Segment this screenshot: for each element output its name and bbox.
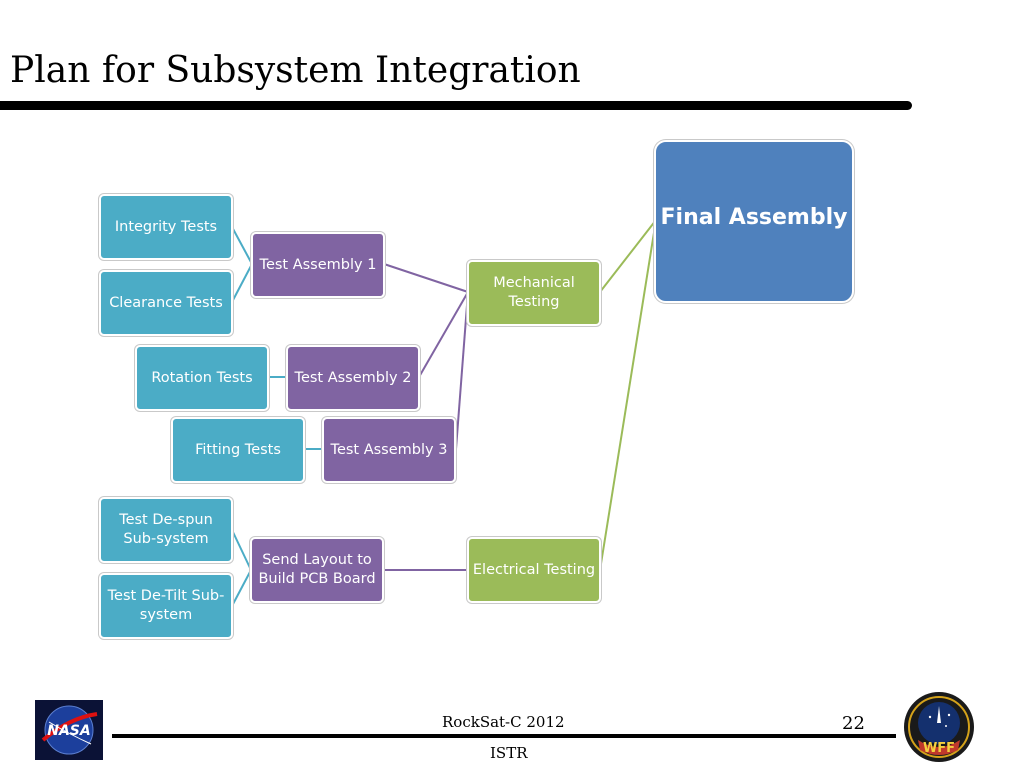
wff-logo: WFF	[902, 690, 976, 764]
test-assembly-1-node: Test Assembly 1	[251, 232, 385, 298]
page-number: 22	[842, 713, 865, 734]
connector-despun-pcb	[231, 529, 252, 571]
final-assembly-node: Final Assembly	[654, 140, 854, 303]
connector-clearance-assembly1	[231, 263, 253, 303]
electrical-testing-node: Electrical Testing	[467, 537, 601, 603]
nasa-logo-text: NASA	[47, 723, 90, 739]
test-detilt-subsystem-node: Test De-Tilt Sub-system	[99, 573, 233, 639]
connector-detilt-pcb	[231, 569, 252, 607]
slide-title: Plan for Subsystem Integration	[10, 50, 581, 91]
connector-assembly1-mechanical	[383, 263, 469, 293]
integrity-tests-node: Integrity Tests	[99, 194, 233, 260]
connector-integrity-assembly1	[231, 226, 253, 265]
connector-assembly2-mechanical	[418, 291, 469, 378]
fitting-tests-node: Fitting Tests	[171, 417, 305, 483]
nasa-logo: NASA	[35, 700, 103, 760]
send-layout-pcb-node: Send Layout to Build PCB Board	[250, 537, 384, 603]
connector-assembly3-mechanical	[455, 291, 469, 450]
connector-electrical-final	[599, 219, 657, 571]
test-assembly-3-node: Test Assembly 3	[322, 417, 456, 483]
test-despun-subsystem-node: Test De-spun Sub-system	[99, 497, 233, 563]
clearance-tests-node: Clearance Tests	[99, 270, 233, 336]
footer-rule	[112, 734, 896, 738]
footer-bottom-text: ISTR	[490, 744, 528, 762]
wff-logo-text: WFF	[923, 741, 955, 756]
connector-mechanical-final	[599, 219, 657, 293]
title-underline	[0, 101, 912, 110]
footer-center-text: RockSat-C 2012	[442, 713, 565, 731]
rotation-tests-node: Rotation Tests	[135, 345, 269, 411]
test-assembly-2-node: Test Assembly 2	[286, 345, 420, 411]
mechanical-testing-node: Mechanical Testing	[467, 260, 601, 326]
